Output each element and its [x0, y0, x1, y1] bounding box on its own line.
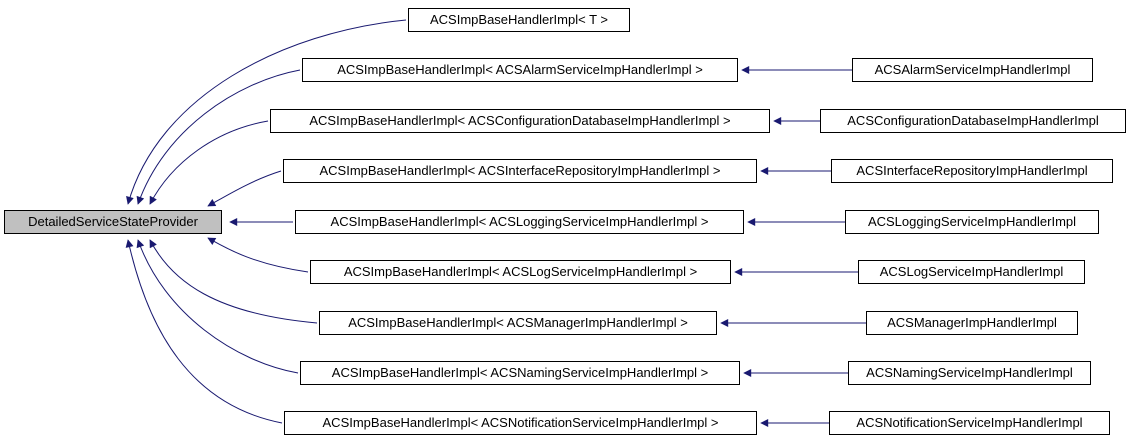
class-node[interactable]: ACSLogServiceImpHandlerImpl [858, 260, 1085, 284]
inheritance-edge [136, 239, 299, 374]
inheritance-edge [136, 69, 301, 205]
inheritance-edge [126, 19, 407, 205]
class-node[interactable]: ACSNotificationServiceImpHandlerImpl [829, 411, 1110, 435]
class-node[interactable]: ACSManagerImpHandlerImpl [866, 311, 1078, 335]
inheritance-edge [149, 120, 269, 205]
class-node[interactable]: ACSNamingServiceImpHandlerImpl [848, 361, 1091, 385]
inheritance-edge [149, 239, 318, 324]
inheritance-edge [125, 239, 283, 424]
class-node[interactable]: ACSConfigurationDatabaseImpHandlerImpl [820, 109, 1126, 133]
class-node[interactable]: ACSImpBaseHandlerImpl< ACSAlarmServiceIm… [302, 58, 738, 82]
inheritance-edge [207, 237, 309, 273]
class-node[interactable]: ACSImpBaseHandlerImpl< ACSConfigurationD… [270, 109, 770, 133]
class-node[interactable]: ACSImpBaseHandlerImpl< ACSLoggingService… [295, 210, 744, 234]
class-node[interactable]: ACSImpBaseHandlerImpl< ACSManagerImpHand… [319, 311, 717, 335]
class-node[interactable]: ACSInterfaceRepositoryImpHandlerImpl [831, 159, 1113, 183]
class-node[interactable]: ACSAlarmServiceImpHandlerImpl [852, 58, 1093, 82]
class-node[interactable]: ACSImpBaseHandlerImpl< ACSNotificationSe… [284, 411, 757, 435]
inheritance-edge [207, 170, 282, 207]
class-node[interactable]: ACSImpBaseHandlerImpl< ACSNamingServiceI… [300, 361, 740, 385]
current-class-node: DetailedServiceStateProvider [4, 210, 222, 234]
class-node[interactable]: ACSImpBaseHandlerImpl< ACSLogServiceImpH… [310, 260, 731, 284]
class-node[interactable]: ACSLoggingServiceImpHandlerImpl [845, 210, 1099, 234]
class-node[interactable]: ACSImpBaseHandlerImpl< T > [408, 8, 630, 32]
class-node[interactable]: ACSImpBaseHandlerImpl< ACSInterfaceRepos… [283, 159, 757, 183]
